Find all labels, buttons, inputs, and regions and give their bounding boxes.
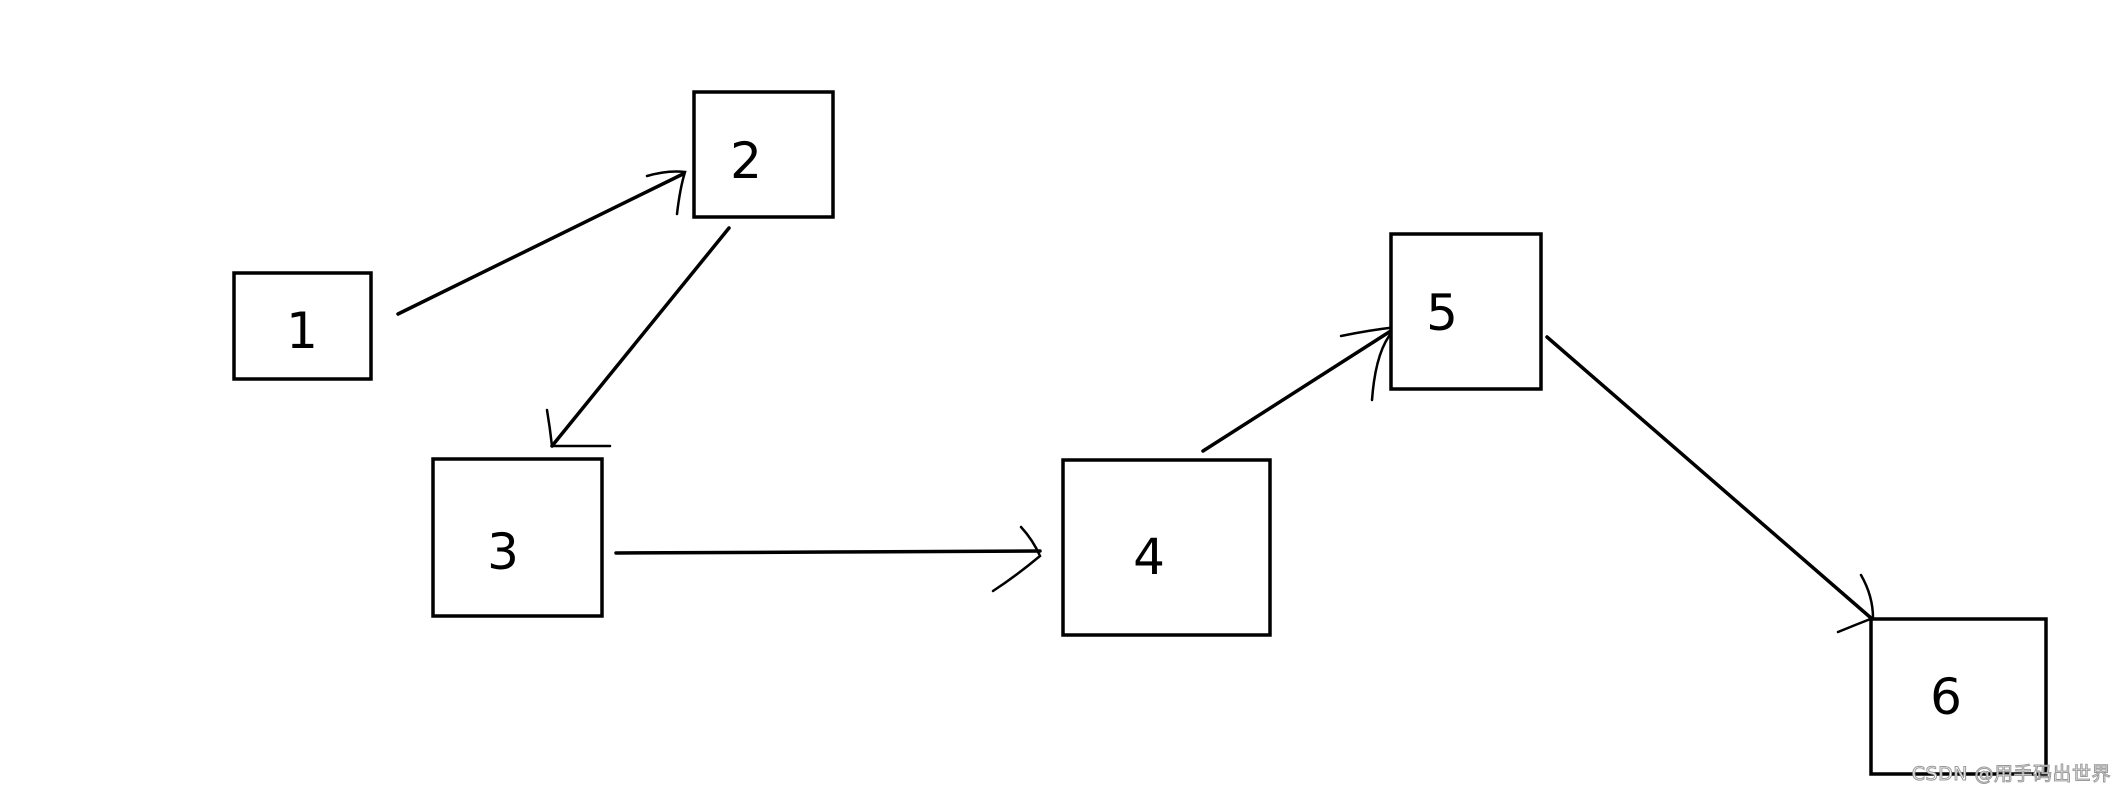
node-1: 1 <box>232 271 373 381</box>
node-2: 2 <box>692 90 835 219</box>
node-1-box <box>232 271 373 381</box>
edge-2-to-3-arrowhead <box>545 408 612 448</box>
edge-2-to-3-line <box>550 226 731 448</box>
watermark-text: CSDN @用手码出世界 <box>1911 763 2111 786</box>
node-1-label: 1 <box>286 302 318 360</box>
edge-2-to-3 <box>545 226 731 448</box>
edge-3-to-4 <box>614 525 1042 593</box>
node-3-label: 3 <box>487 523 519 581</box>
node-4-label: 4 <box>1133 528 1165 586</box>
node-6-box <box>1869 617 2048 776</box>
edge-4-to-5-line <box>1201 325 1399 453</box>
node-4-box <box>1061 458 1272 637</box>
edge-3-to-4-line <box>614 549 1042 555</box>
edge-4-to-5 <box>1201 325 1401 453</box>
edge-1-to-2-line <box>396 172 685 316</box>
node-2-box <box>692 90 835 219</box>
node-5-label: 5 <box>1426 284 1458 342</box>
edge-1-to-2 <box>396 170 687 316</box>
edge-5-to-6 <box>1545 335 1875 634</box>
node-6-label: 6 <box>1930 668 1962 726</box>
node-5-box <box>1389 232 1543 391</box>
node-6: 6 <box>1869 617 2048 776</box>
edge-1-to-2-arrowhead <box>645 170 687 216</box>
diagram-edges <box>396 170 1875 634</box>
node-3: 3 <box>431 457 604 618</box>
edge-5-to-6-line <box>1545 335 1873 620</box>
node-2-label: 2 <box>730 132 762 190</box>
node-3-box <box>431 457 604 618</box>
node-4: 4 <box>1061 458 1272 637</box>
node-5: 5 <box>1389 232 1543 391</box>
edge-3-to-4-arrowhead <box>991 525 1042 593</box>
diagram-nodes: 1 2 3 4 5 6 <box>232 90 2048 776</box>
edge-4-to-5-arrowhead <box>1339 325 1401 402</box>
